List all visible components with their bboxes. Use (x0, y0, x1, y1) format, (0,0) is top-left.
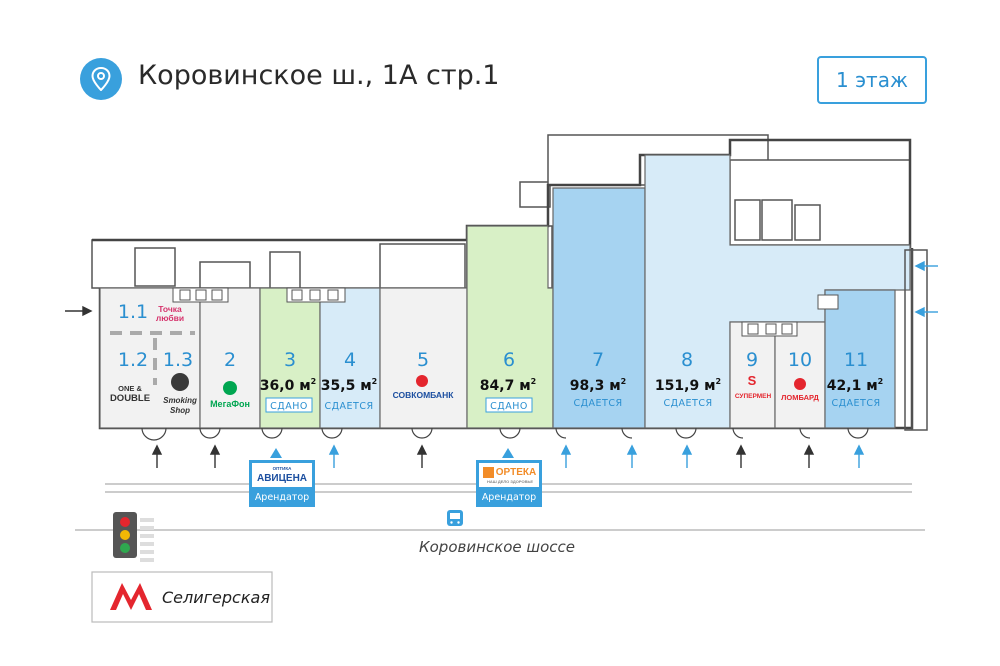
area-unit-11: 42,1 м2 (827, 377, 883, 394)
megafon-icon (223, 381, 237, 395)
status-unit-4: СДАЕТСЯ (324, 401, 373, 412)
logo-sovcombank: СОВКОМБАНК (393, 390, 455, 400)
metro-station: Селигерская (91, 571, 273, 623)
tenant-logos: Точка любви ONE & DOUBLE Smoking Shop Ме… (110, 304, 820, 415)
crosswalk (140, 518, 154, 562)
traffic-light-icon (113, 512, 137, 558)
unit-label-1-2: 1.2 (118, 349, 148, 371)
tenant-avicena-label: Арендатор (255, 492, 309, 503)
logo-one-double: ONE & (118, 384, 142, 393)
logo-tochka-lyubvi: Точка (158, 304, 182, 314)
lombard-icon (794, 378, 806, 390)
logo-superman: СУПЕРМЕН (735, 393, 772, 400)
unit-label-6: 6 (503, 349, 515, 371)
logo-tochka-lyubvi-2: любви (156, 313, 184, 323)
side-entrances (904, 249, 928, 431)
tenant-orteka-brand: ОРТЕКА (496, 467, 536, 478)
logo-megafon: МегаФон (210, 399, 250, 409)
status-badge-6 (485, 397, 533, 413)
status-unit-7: СДАЕТСЯ (573, 398, 622, 409)
logo-lombard: ЛОМБАРД (781, 393, 819, 402)
status-unit-11: СДАЕТСЯ (831, 398, 880, 409)
area-unit-3: 36,0 м2 (260, 377, 316, 394)
tenant-orteka-small: НАШ ДЕЛО ЗДОРОВЬЕ (487, 479, 533, 484)
location-pin-icon (80, 58, 122, 100)
logo-smoking-shop-2: Shop (170, 406, 190, 415)
unit-label-1-1: 1.1 (118, 301, 148, 323)
tenant-orteka-label: Арендатор (482, 492, 536, 503)
unit-areas: 36,0 м2 35,5 м2 84,7 м2 98,3 м2 151,9 м2… (260, 377, 883, 394)
logo-one-double-2: DOUBLE (110, 393, 150, 404)
logo-smoking-shop: Smoking (163, 396, 197, 405)
unit-11[interactable] (824, 289, 896, 429)
orteka-logo-icon (483, 467, 494, 478)
unit-label-5: 5 (417, 349, 429, 371)
unit-label-8: 8 (681, 349, 693, 371)
entrance-arrows (65, 260, 938, 468)
unit-label-7: 7 (592, 349, 604, 371)
tenant-card-avicena[interactable]: ОПТИКА АВИЦЕНА Арендатор (249, 448, 315, 507)
unit-2[interactable] (199, 287, 261, 429)
status-unit-6: СДАНО (490, 401, 528, 412)
unit-label-3: 3 (284, 349, 296, 371)
tenant-avicena-small: ОПТИКА (273, 466, 292, 471)
address-title: Коровинское ш., 1А стр.1 (138, 60, 500, 91)
tenant-card-orteka[interactable]: ОРТЕКА НАШ ДЕЛО ЗДОРОВЬЕ Арендатор (476, 448, 542, 507)
restroom-fixtures (172, 287, 839, 337)
unit-label-10: 10 (788, 349, 812, 371)
unit-label-11: 11 (844, 349, 868, 371)
bus-stop-icon (447, 510, 463, 526)
floor-selector-button[interactable]: 1 этаж (817, 56, 927, 104)
unit-label-1-3: 1.3 (163, 349, 193, 371)
sovcombank-icon (416, 375, 428, 387)
unit-1-1[interactable] (99, 287, 201, 429)
unit-statuses: СДАНО СДАЕТСЯ СДАНО СДАЕТСЯ СДАЕТСЯ СДАЕ… (265, 397, 880, 413)
unit-label-2: 2 (224, 349, 236, 371)
status-badge-3 (265, 397, 313, 413)
unit-9[interactable] (729, 321, 776, 429)
unit-label-4: 4 (344, 349, 356, 371)
superman-icon: S (748, 373, 757, 388)
tenant-avicena-brand: АВИЦЕНА (257, 473, 307, 484)
metro-logo-icon (110, 583, 152, 610)
smoking-shop-icon (171, 373, 189, 391)
road-name: Коровинское шоссе (419, 538, 575, 556)
area-unit-8: 151,9 м2 (655, 377, 721, 394)
status-unit-8: СДАЕТСЯ (663, 398, 712, 409)
area-unit-6: 84,7 м2 (480, 377, 536, 394)
status-unit-3: СДАНО (270, 401, 308, 412)
metro-station-name: Селигерская (162, 588, 270, 607)
unit-10[interactable] (774, 321, 826, 429)
unit-labels: 1.1 1.2 1.3 2 3 4 5 6 7 8 9 10 11 (118, 301, 868, 371)
entrance-doors (141, 427, 869, 441)
area-unit-7: 98,3 м2 (570, 377, 626, 394)
unit-label-9: 9 (746, 349, 758, 371)
area-unit-4: 35,5 м2 (321, 377, 377, 394)
